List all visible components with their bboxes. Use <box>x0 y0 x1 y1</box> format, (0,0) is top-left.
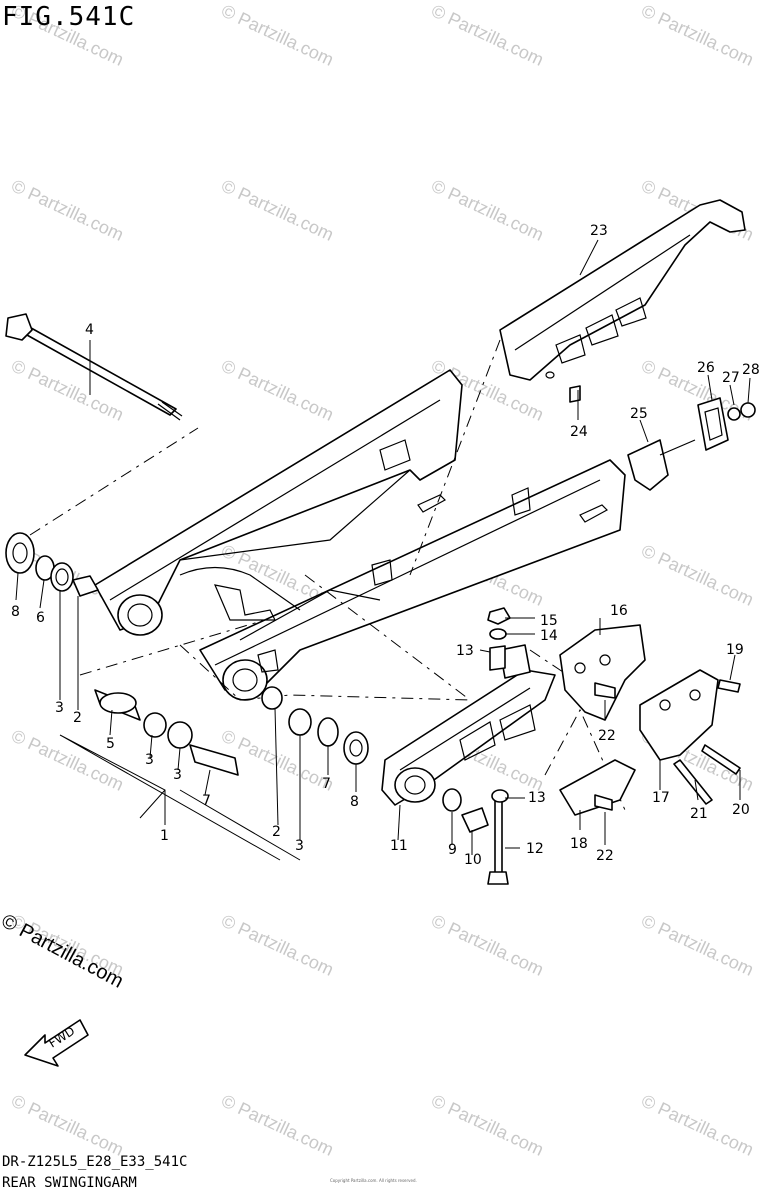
center-fasteners[interactable] <box>442 607 511 885</box>
fine-print: Copyright Partzilla.com. All rights rese… <box>330 1178 417 1183</box>
footer-name: REAR SWINGINGARM <box>2 1175 137 1191</box>
left-bushings[interactable] <box>5 532 369 776</box>
callout-9: 9 <box>448 842 457 858</box>
callout-8b: 8 <box>350 794 359 810</box>
watermark: © Partzilla.com <box>218 1090 336 1159</box>
callout-25: 25 <box>630 406 648 422</box>
callout-7a: 6 <box>36 610 45 626</box>
callout-4: 4 <box>85 322 94 338</box>
callout-3a: 3 <box>55 700 64 716</box>
watermark: © Partzilla.com <box>428 0 546 69</box>
watermark: © Partzilla.com <box>638 540 756 609</box>
watermark: © Partzilla.com <box>428 1090 546 1159</box>
callout-2a: 2 <box>73 710 82 726</box>
callout-5: 5 <box>106 736 115 752</box>
callout-27: 27 <box>722 370 740 386</box>
watermark: © Partzilla.com <box>218 910 336 979</box>
callout-13a: 13 <box>456 643 474 659</box>
callout-22b: 22 <box>596 848 614 864</box>
callout-2b: 2 <box>272 824 281 840</box>
watermark: © Partzilla.com <box>428 910 546 979</box>
callout-3d: 3 <box>295 838 304 854</box>
callout-3c: 3 <box>173 767 182 783</box>
watermark: © Partzilla.com <box>218 0 336 69</box>
footer-code: DR-Z125L5_E28_E33_541C <box>2 1154 188 1170</box>
watermark: © Partzilla.com <box>8 175 126 244</box>
watermark: © Partzilla.com <box>638 0 756 69</box>
pivot-shaft[interactable] <box>5 313 183 421</box>
watermark: © Partzilla.com <box>218 355 336 424</box>
fwd-arrow: FWD <box>24 1019 89 1067</box>
callout-6: 7 <box>202 793 211 809</box>
swingarm[interactable] <box>94 369 626 701</box>
callout-1: 1 <box>160 828 169 844</box>
callout-21: 21 <box>690 806 708 822</box>
callout-22a: 22 <box>598 728 616 744</box>
callout-13b: 13 <box>528 790 546 806</box>
callout-16: 16 <box>610 603 628 619</box>
chain-case[interactable] <box>499 199 746 403</box>
callout-14: 14 <box>540 628 558 644</box>
callout-18: 18 <box>570 836 588 852</box>
callout-labels: 4 23 24 25 26 27 28 15 14 13 16 19 22 13… <box>11 223 760 868</box>
callout-7b: 7 <box>322 776 331 792</box>
cushion-lever[interactable] <box>381 644 556 806</box>
callout-8a: 8 <box>11 604 20 620</box>
callout-20: 20 <box>732 802 750 818</box>
callout-15: 15 <box>540 613 558 629</box>
callout-10: 10 <box>464 852 482 868</box>
callout-26: 26 <box>697 360 715 376</box>
watermark: © Partzilla.com <box>218 175 336 244</box>
brackets[interactable] <box>559 624 741 816</box>
callout-17: 17 <box>652 790 670 806</box>
leader-lines <box>15 239 751 861</box>
callout-24: 24 <box>570 424 588 440</box>
figure-title: FIG.541C <box>2 2 136 32</box>
watermark: © Partzilla.com <box>8 355 126 424</box>
callout-28: 28 <box>742 362 760 378</box>
watermark: © Partzilla.com <box>638 910 756 979</box>
chain-adjuster[interactable] <box>627 397 756 491</box>
callout-12: 12 <box>526 841 544 857</box>
watermark: © Partzilla.com <box>8 1090 126 1159</box>
callout-23: 23 <box>590 223 608 239</box>
watermark: © Partzilla.com <box>428 175 546 244</box>
callout-11: 11 <box>390 838 408 854</box>
callout-19: 19 <box>726 642 744 658</box>
callout-3b: 3 <box>145 752 154 768</box>
watermark: © Partzilla.com <box>638 1090 756 1159</box>
